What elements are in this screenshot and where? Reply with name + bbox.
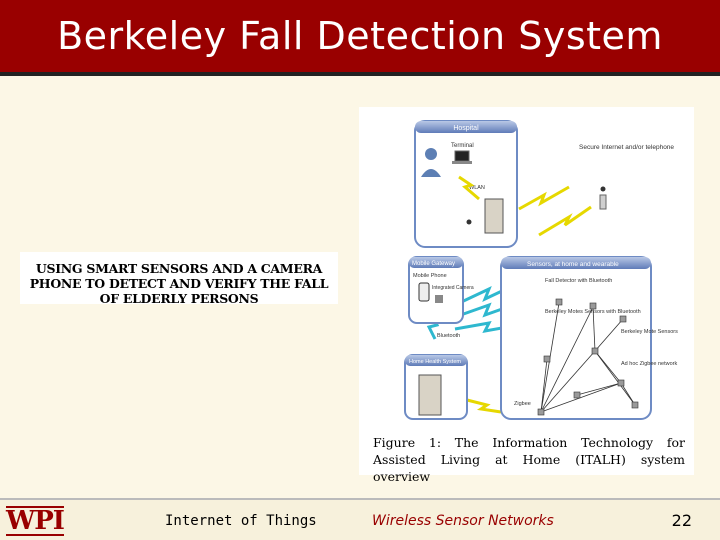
slide-subtitle: Using smart sensors and a camera phone t… — [29, 261, 329, 306]
person-icon — [425, 148, 437, 160]
fall-detector-label: Fall Detector with Bluetooth — [545, 278, 612, 284]
sensors-label: Sensors, at home and wearable — [527, 261, 619, 268]
terminal-label: Terminal — [451, 143, 474, 149]
mobile-phone-label: Mobile Phone — [413, 273, 447, 279]
hospital-label: Hospital — [453, 125, 479, 132]
slide-header: Berkeley Fall Detection System — [0, 0, 720, 76]
phone-icon — [418, 282, 430, 302]
mobile-gateway-box: Mobile Gateway Mobile Phone Integrated C… — [408, 256, 474, 324]
zigbee-label: Zigbee — [514, 401, 531, 407]
figure-caption: Figure 1: The Information Technology for… — [373, 435, 685, 484]
zigbee-mesh — [540, 302, 636, 413]
antenna-icon — [466, 219, 472, 225]
system-figure: Hospital Terminal WLAN Secure Internet a… — [359, 107, 694, 484]
page-number: 22 — [671, 511, 692, 530]
mobile-gateway-label: Mobile Gateway — [412, 261, 455, 267]
slide-title: Berkeley Fall Detection System — [57, 14, 663, 58]
camera-label: Integrated Camera — [432, 285, 474, 291]
wlan-label: WLAN — [469, 185, 485, 191]
bluetooth-label: Bluetooth — [437, 333, 460, 339]
slide-footer: WPI Internet of Things Wireless Sensor N… — [0, 500, 720, 540]
internet-antenna-icon — [600, 186, 606, 192]
home-health-label: Home Health System — [409, 359, 461, 365]
hospital-box: Hospital Terminal WLAN — [414, 120, 518, 248]
laptop-icon — [454, 150, 470, 162]
hospital-server-icon — [484, 198, 504, 234]
secure-internet-label: Secure Internet and/or telephone — [579, 144, 674, 151]
footer-course: Internet of Things — [165, 513, 317, 529]
home-health-box: Home Health System — [404, 354, 468, 420]
sensors-box: Sensors, at home and wearable Fall Detec… — [500, 256, 678, 420]
italh-diagram: Hospital Terminal WLAN Secure Internet a… — [404, 120, 678, 420]
footer-topic: Wireless Sensor Networks — [372, 513, 554, 529]
adhoc-label: Ad hoc Zigbee network — [621, 361, 678, 367]
footer-divider — [0, 498, 720, 500]
camera-icon — [435, 295, 443, 303]
mote-nodes — [537, 298, 639, 416]
wpi-logo: WPI — [6, 506, 65, 536]
motes-label: Berkeley Mote Sensors — [621, 329, 678, 335]
subtitle-image: Using smart sensors and a camera phone t… — [20, 252, 338, 306]
home-server-icon — [418, 374, 442, 416]
person-body-icon — [421, 169, 441, 177]
